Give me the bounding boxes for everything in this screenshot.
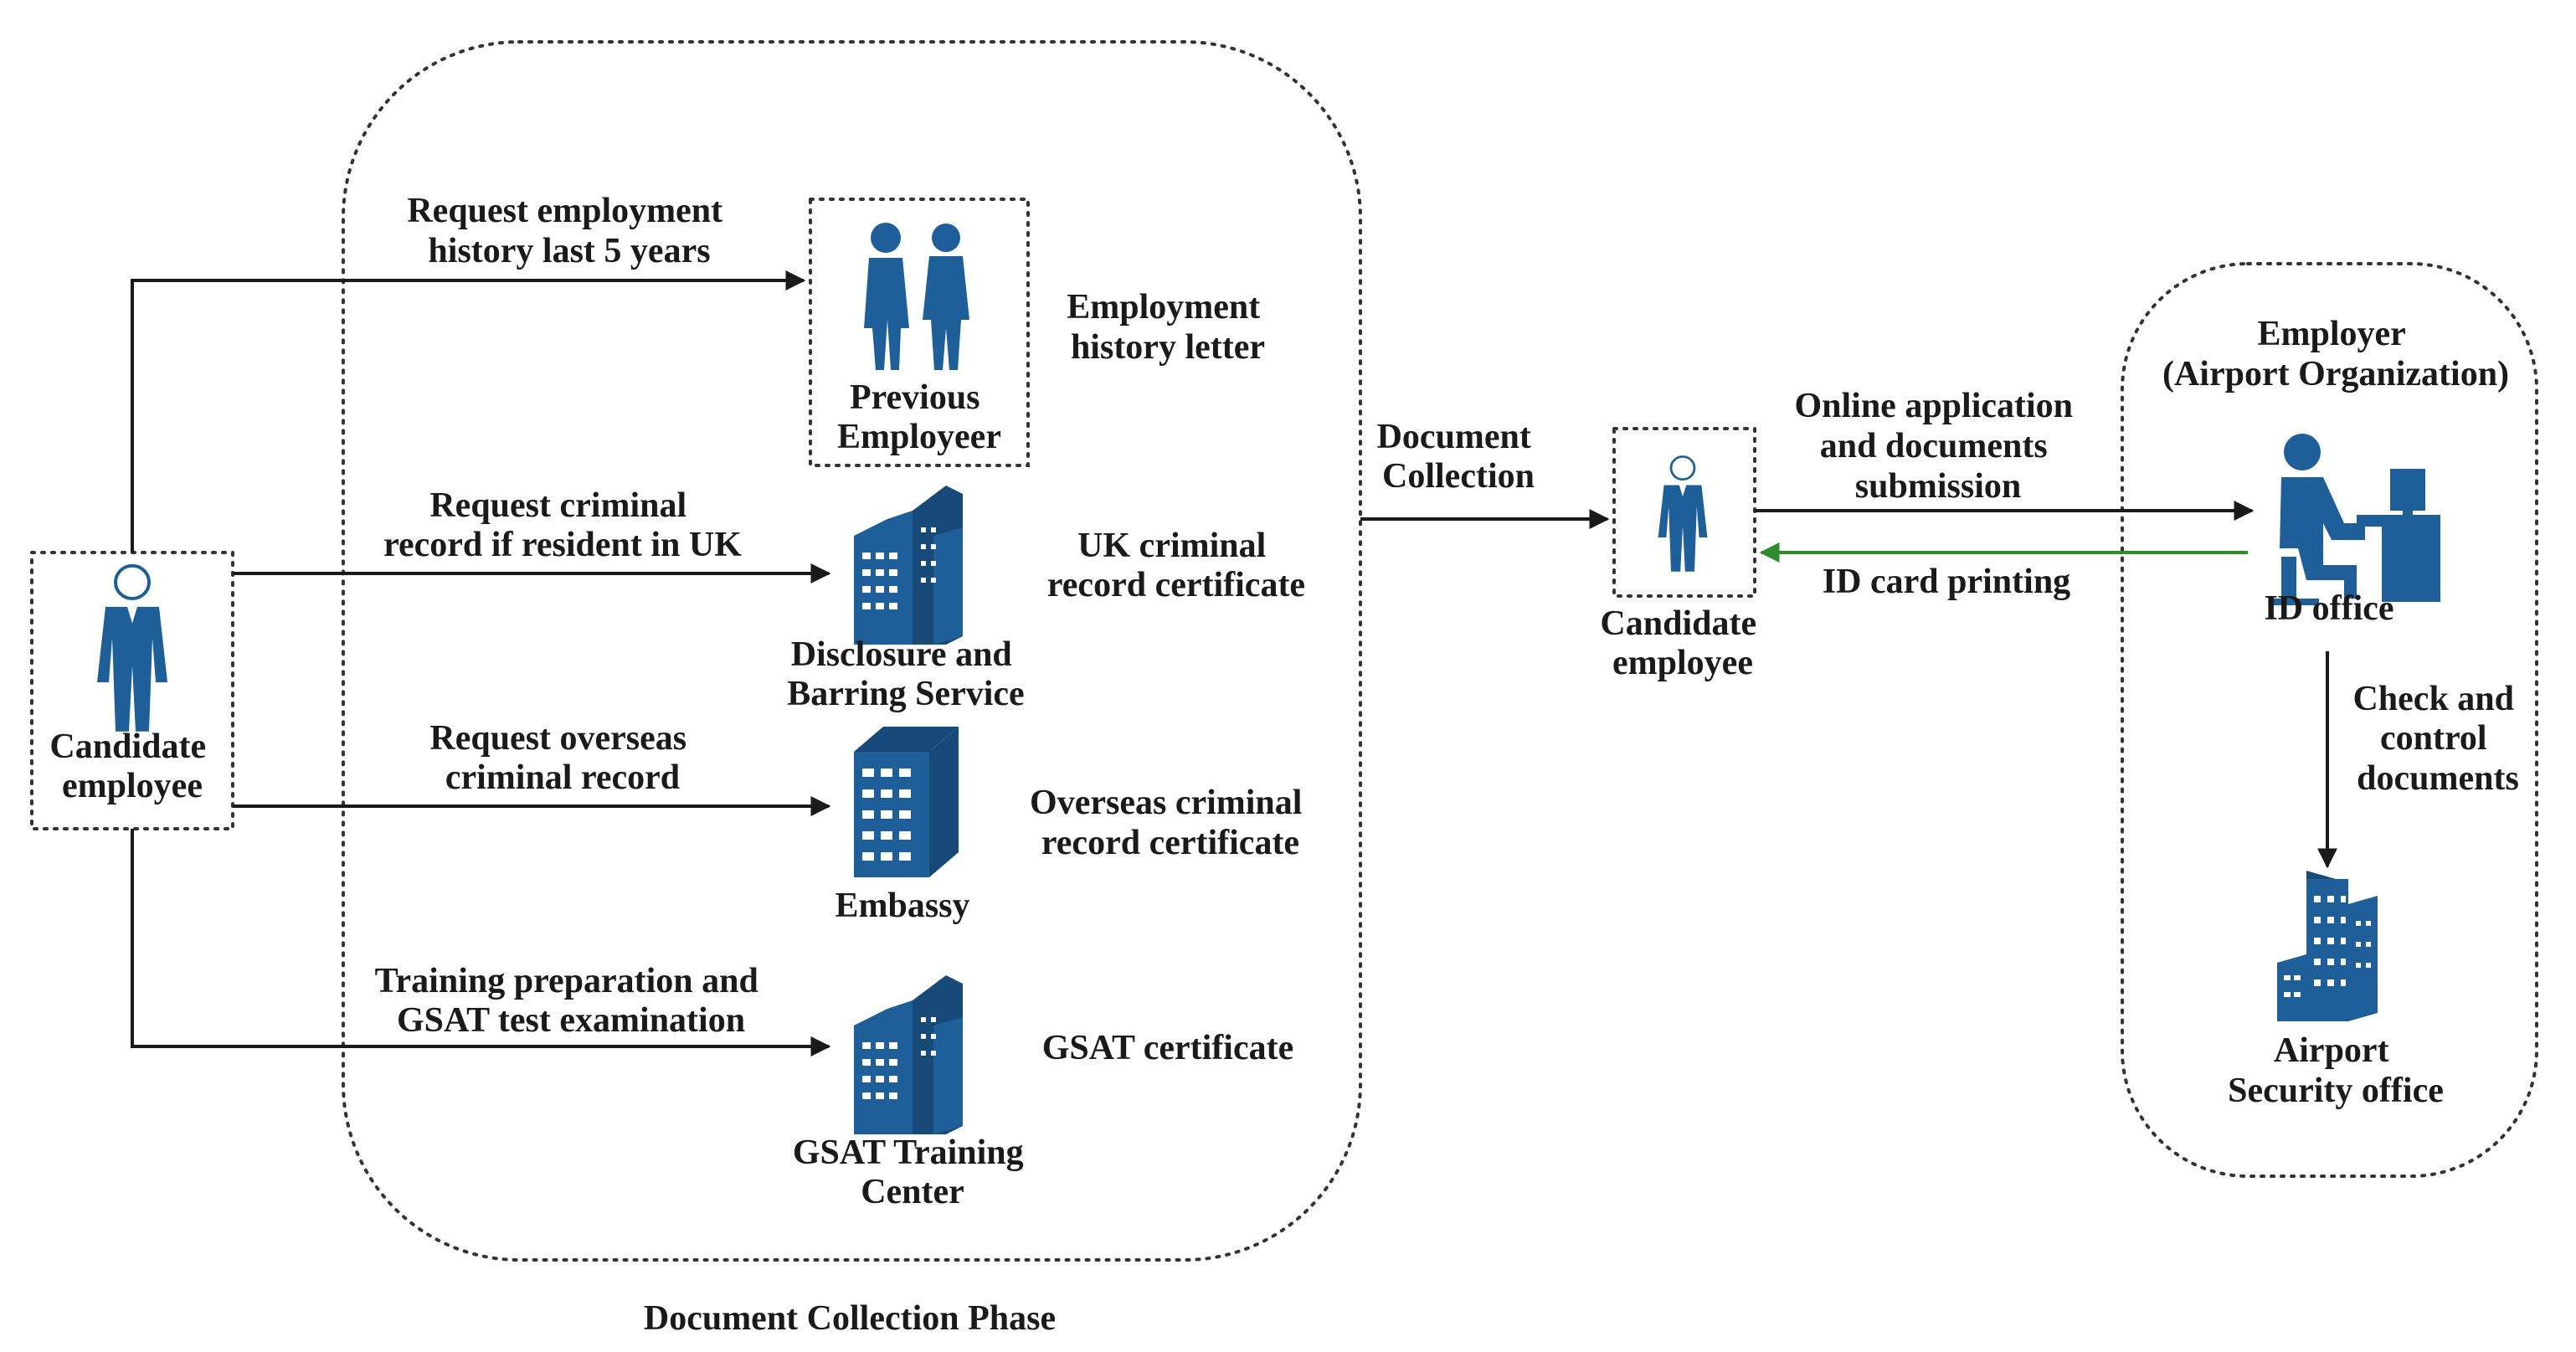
gsat-training-label: Training preparation and GSAT test exami… [375, 962, 768, 1040]
employer-group-label: Employer (Airport Organization) [2162, 315, 2509, 393]
dbs-building-icon [854, 486, 963, 645]
employment-letter-label: Employment history letter [1067, 288, 1269, 367]
gsat-certificate-label: GSAT certificate [1042, 1029, 1294, 1067]
previous-employer-box [809, 198, 1030, 467]
embassy-label: Embassy [835, 887, 969, 925]
desk-worker-icon [2269, 434, 2440, 605]
previous-employer-label: Previous Employeer [837, 378, 1001, 456]
overseas-certificate-label: Overseas criminal record certificate [1030, 784, 1311, 862]
embassy-building-icon [854, 727, 959, 877]
online-application-label: Online application and documents submiss… [1794, 387, 2081, 506]
candidate-right-person-icon [1657, 455, 1709, 573]
document-collection-phase-boundary [342, 40, 1362, 1262]
id-office-label: ID office [2264, 589, 2393, 628]
candidate-right-label: Candidate employee [1600, 604, 1765, 682]
document-collection-label: Document Collection [1377, 418, 1540, 496]
candidate-left-label: Candidate employee [49, 727, 214, 805]
business-people-icon [864, 223, 969, 370]
security-office-label: Airport Security office [2228, 1031, 2444, 1110]
candidate-left-person-icon [95, 563, 169, 733]
arrow-gsat-training [131, 829, 831, 1056]
phase-caption: Document Collection Phase [644, 1299, 1056, 1338]
gsat-building-icon [854, 975, 963, 1134]
employment-request-label: Request employment history last 5 years [407, 192, 731, 270]
security-office-building-icon [2277, 871, 2378, 1021]
uk-criminal-request-label: Request criminal record if resident in U… [383, 486, 742, 564]
dbs-label: Disclosure and Barring Service [787, 635, 1024, 713]
gsat-center-label: GSAT Training Center [793, 1134, 1032, 1211]
uk-certificate-label: UK criminal record certificate [1047, 527, 1305, 604]
arrow-employment-request [131, 270, 806, 553]
check-control-label: Check and control documents [2352, 680, 2522, 798]
overseas-criminal-request-label: Request overseas criminal record [429, 719, 695, 797]
id-card-printing-label: ID card printing [1823, 563, 2070, 601]
employer-group-boundary [2121, 262, 2538, 1178]
